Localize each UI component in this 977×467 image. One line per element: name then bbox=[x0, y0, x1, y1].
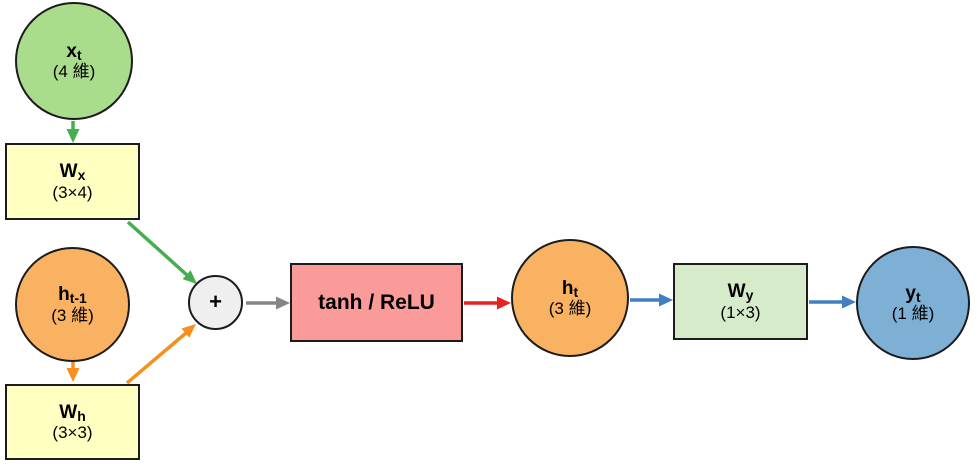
yt-label: yt bbox=[905, 282, 921, 305]
wx-dimension: (3×4) bbox=[52, 182, 93, 202]
node-ht: ht (3 維) bbox=[511, 239, 629, 357]
wh-label: Wh bbox=[59, 401, 86, 424]
wx-label: Wx bbox=[59, 161, 86, 184]
ht-label: ht bbox=[561, 277, 579, 300]
wh-dimension: (3×3) bbox=[52, 423, 93, 443]
arrow-ht-to-wy bbox=[630, 293, 673, 307]
arrow-activation-to-ht bbox=[464, 296, 511, 310]
arrow-wh-to-sum bbox=[125, 324, 196, 385]
node-yt: yt (1 維) bbox=[856, 246, 970, 360]
node-wx: Wx (3×4) bbox=[5, 143, 140, 220]
arrow-htprev-to-wh bbox=[66, 362, 80, 382]
sum-operator-label: + bbox=[209, 289, 222, 315]
node-wy: Wy (1×3) bbox=[673, 263, 808, 340]
node-sum: + bbox=[188, 275, 243, 330]
node-xt: xt (4 維) bbox=[15, 2, 133, 120]
node-ht-prev: ht-1 (3 維) bbox=[15, 247, 130, 362]
wy-dimension: (1×3) bbox=[720, 302, 761, 322]
arrow-sum-to-activation bbox=[246, 296, 290, 310]
yt-dimension: (1 維) bbox=[891, 304, 935, 324]
wy-label: Wy bbox=[727, 281, 754, 304]
arrow-xt-to-wx bbox=[66, 121, 80, 143]
node-wh: Wh (3×3) bbox=[5, 384, 140, 460]
arrow-wy-to-yt bbox=[809, 295, 856, 309]
activation-label: tanh / ReLU bbox=[318, 290, 435, 314]
xt-label: xt bbox=[66, 40, 82, 63]
node-activation: tanh / ReLU bbox=[290, 263, 463, 342]
ht-prev-label: ht-1 bbox=[58, 284, 87, 307]
ht-dimension: (3 維) bbox=[548, 299, 592, 319]
arrow-wx-to-sum bbox=[126, 220, 197, 284]
xt-dimension: (4 維) bbox=[52, 62, 96, 82]
ht-prev-dimension: (3 維) bbox=[51, 305, 94, 325]
